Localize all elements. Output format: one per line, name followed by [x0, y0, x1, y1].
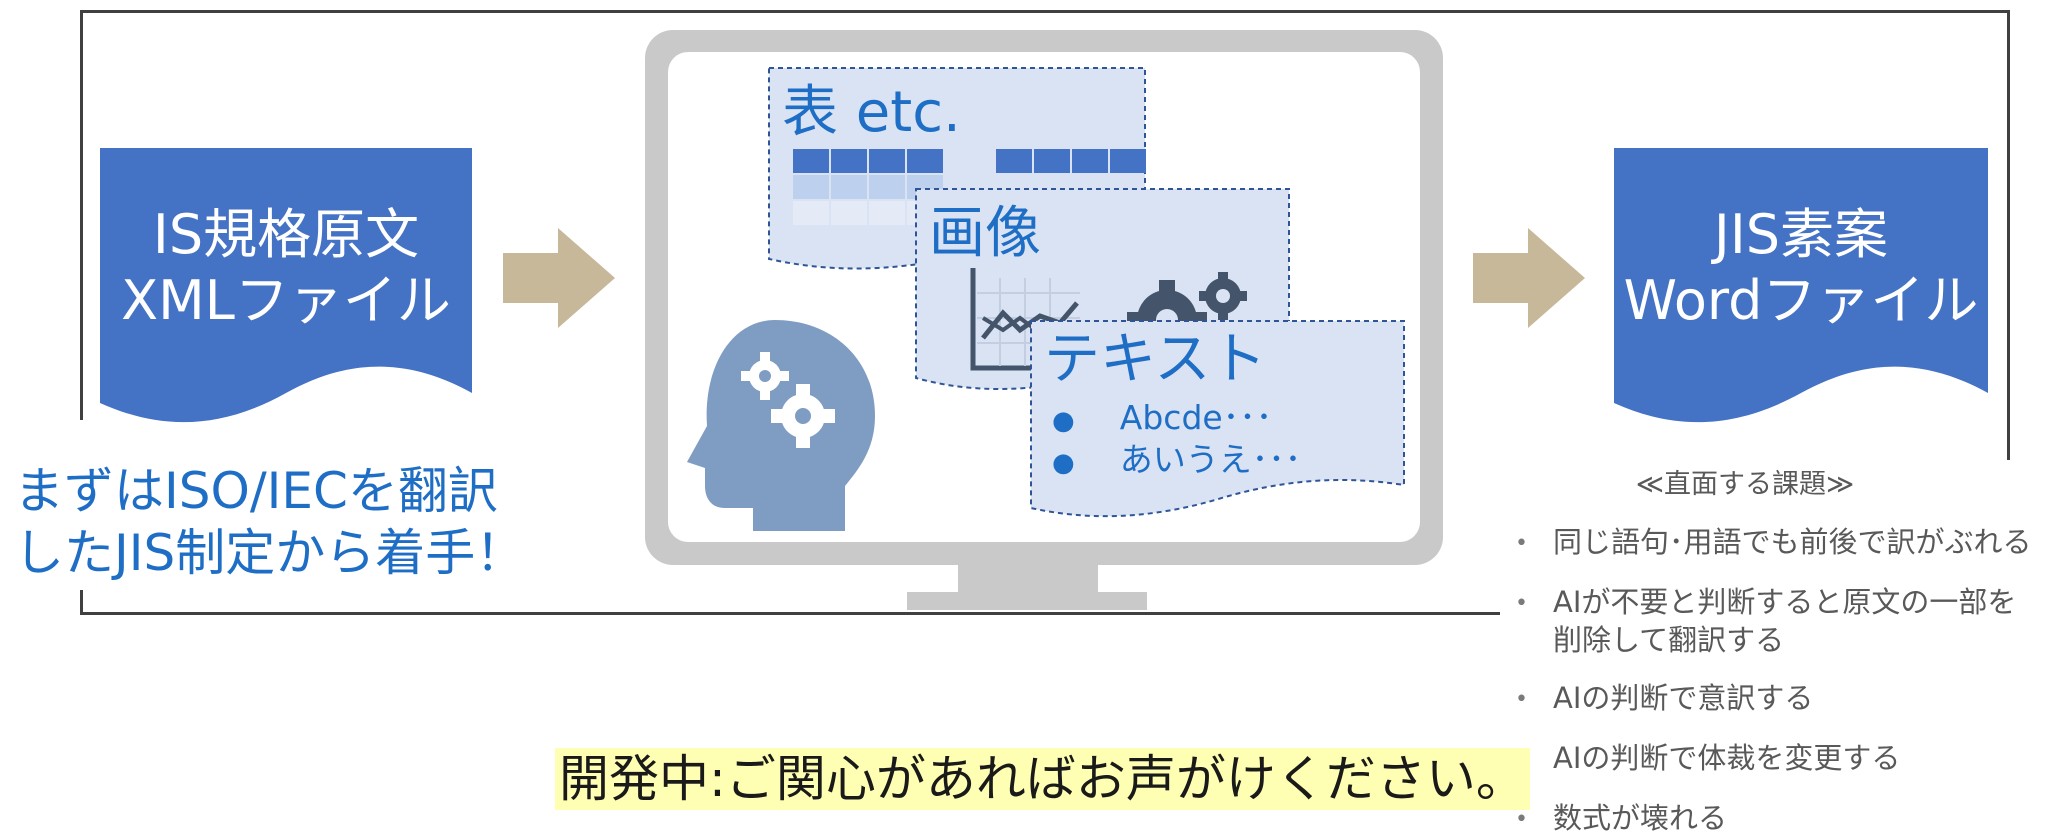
bullet-dot-icon: ●	[1052, 406, 1075, 436]
issue-text: AIの判断で意訳する	[1553, 681, 1814, 715]
development-notice: 開発中:ご関心があればお声がけください。	[555, 748, 1530, 810]
issue-item: • AIの判断で意訳する	[1515, 679, 2055, 719]
bullet-text: Abcde･･･	[1119, 398, 1273, 437]
source-doc-format: XMLファイル	[121, 269, 451, 332]
issue-text: 同じ語句･用語でも前後で訳がぶれる	[1553, 525, 2032, 559]
source-doc-title: IS規格原文	[152, 203, 420, 266]
output-doc-title: JIS素案	[1713, 203, 1889, 266]
issue-item: • 数式が壊れる	[1515, 799, 2055, 839]
issues-list: • 同じ語句･用語でも前後で訳がぶれる • AIが不要と判断すると原文の一部を …	[1515, 523, 2055, 839]
text-card-title: テキスト	[1044, 327, 1267, 392]
issue-item: • 同じ語句･用語でも前後で訳がぶれる	[1515, 523, 2055, 563]
left-caption-line: したJIS制定から着手！	[14, 524, 526, 582]
bullet-dot-icon: ●	[1052, 448, 1075, 478]
issue-text-line: AIが不要と判断すると原文の一部を	[1553, 585, 2017, 619]
issue-text: AIの判断で体裁を変更する	[1553, 741, 1901, 775]
ai-head-icon	[683, 318, 883, 537]
issues-title: ≪直面する課題≫	[1635, 469, 1855, 500]
monitor-stand-base	[907, 592, 1147, 610]
issue-item: • AIが不要と判断すると原文の一部を 削除して翻訳する	[1515, 583, 2055, 659]
output-doc-format: Wordファイル	[1623, 269, 1979, 332]
source-document-shape: IS規格原文 XMLファイル	[100, 148, 472, 433]
text-card-bullet-2: ● あいうえ･･･	[1052, 440, 1301, 480]
table-card-title: 表 etc.	[782, 80, 961, 145]
frame-top-border	[80, 10, 2010, 13]
issue-text: 数式が壊れる	[1553, 801, 1728, 835]
bullet-dot-icon: •	[1515, 531, 1528, 556]
table-icon	[793, 149, 1153, 253]
image-card-title: 画像	[929, 201, 1041, 266]
output-document-shape: JIS素案 Wordファイル	[1614, 148, 1988, 433]
arrow-right-icon	[503, 228, 615, 328]
table-card: 表 etc.	[768, 67, 1146, 272]
left-caption-line: まずはISO/IECを翻訳	[14, 462, 498, 520]
arrow-right-icon	[1473, 228, 1585, 328]
text-card-bullet-1: ● Abcde･･･	[1052, 398, 1272, 438]
issue-item: • AIの判断で体裁を変更する	[1515, 739, 2055, 779]
frame-left-border	[80, 10, 83, 420]
text-card: テキスト ● Abcde･･･ ● あいうえ･･･	[1030, 320, 1405, 525]
frame-right-border	[2007, 10, 2010, 460]
monitor-stand-neck	[958, 562, 1098, 596]
issue-text: AIが不要と判断すると原文の一部を 削除して翻訳する	[1553, 583, 2016, 659]
left-caption: まずはISO/IECを翻訳 したJIS制定から着手！	[10, 460, 530, 584]
bullet-text: あいうえ･･･	[1119, 440, 1302, 479]
issue-text-line: 削除して翻訳する	[1553, 623, 1785, 657]
frame-bottom-border	[80, 612, 1500, 615]
bullet-dot-icon: •	[1515, 687, 1528, 712]
frame-left-border-lower	[80, 590, 83, 614]
bullet-dot-icon: •	[1515, 591, 1528, 616]
issues-panel: ≪直面する課題≫ • 同じ語句･用語でも前後で訳がぶれる • AIが不要と判断す…	[1515, 462, 2055, 839]
